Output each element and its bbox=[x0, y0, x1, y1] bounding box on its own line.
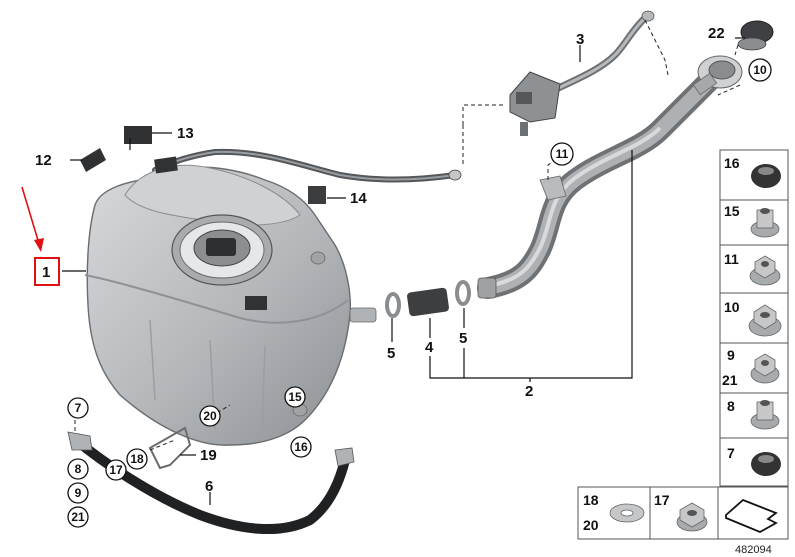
pad-13 bbox=[124, 126, 152, 144]
leader-lines bbox=[62, 19, 745, 505]
parts-panel: 16 15 11 10 9 21 8 bbox=[719, 149, 789, 487]
circled-callout-11: 11 bbox=[550, 142, 574, 166]
direction-arrow-icon bbox=[725, 498, 778, 533]
panel-label-11: 11 bbox=[724, 251, 739, 267]
panel-label-15: 15 bbox=[724, 203, 740, 219]
circled-callout-7: 7 bbox=[67, 397, 89, 419]
collar-nut-icon bbox=[750, 400, 780, 430]
svg-text:7: 7 bbox=[75, 401, 82, 415]
svg-text:17: 17 bbox=[109, 463, 123, 477]
svg-text:8: 8 bbox=[75, 462, 82, 476]
svg-text:18: 18 bbox=[130, 452, 144, 466]
highlight-marker bbox=[21, 186, 60, 286]
panel-label-8: 8 bbox=[727, 398, 735, 414]
circled-callout-9: 9 bbox=[67, 482, 89, 504]
collar-nut-icon bbox=[750, 208, 780, 238]
circled-callout-21: 21 bbox=[67, 506, 89, 528]
panel-label-9: 9 bbox=[727, 347, 735, 363]
filler-pipe bbox=[477, 55, 743, 299]
pad-14 bbox=[308, 186, 326, 204]
panel-label-18: 18 bbox=[583, 492, 599, 508]
panel-label-7: 7 bbox=[727, 445, 735, 461]
hex-nut-icon bbox=[749, 255, 781, 286]
svg-text:16: 16 bbox=[294, 440, 308, 454]
fuel-tank bbox=[84, 156, 377, 446]
svg-text:11: 11 bbox=[556, 147, 569, 161]
panel-label-16: 16 bbox=[724, 155, 740, 171]
circled-callout-10: 10 bbox=[748, 58, 772, 82]
callout-6: 6 bbox=[205, 478, 213, 495]
svg-text:21: 21 bbox=[71, 510, 85, 524]
svg-text:20: 20 bbox=[203, 409, 217, 423]
svg-text:15: 15 bbox=[288, 390, 302, 404]
pad-12 bbox=[80, 148, 106, 172]
callout-22: 22 bbox=[708, 25, 725, 42]
callout-4: 4 bbox=[425, 339, 434, 356]
circled-callout-15: 15 bbox=[284, 386, 306, 408]
flange-nut-small-icon bbox=[750, 353, 780, 384]
panel-label-20: 20 bbox=[583, 517, 599, 533]
svg-text:9: 9 bbox=[75, 486, 82, 500]
circled-callout-16: 16 bbox=[290, 436, 312, 458]
callout-5-left: 5 bbox=[387, 345, 395, 362]
washer-icon bbox=[609, 503, 645, 523]
circled-callout-18: 18 bbox=[126, 448, 148, 470]
callout-5-right: 5 bbox=[459, 330, 467, 347]
grommet-icon bbox=[751, 452, 781, 476]
panel-label-17: 17 bbox=[654, 492, 670, 508]
flange-nut-icon bbox=[748, 304, 782, 337]
vent-hose bbox=[152, 148, 462, 183]
circled-callout-20: 20 bbox=[199, 405, 221, 427]
vent-line bbox=[509, 10, 655, 136]
callout-14: 14 bbox=[350, 190, 367, 207]
bottom-panel: 18 20 17 bbox=[577, 486, 789, 540]
callout-3: 3 bbox=[576, 31, 584, 48]
callout-2: 2 bbox=[525, 383, 533, 400]
callout-19: 19 bbox=[200, 447, 217, 464]
circled-callout-8: 8 bbox=[67, 458, 89, 480]
panel-label-21: 21 bbox=[722, 372, 738, 388]
connecting-hose bbox=[385, 280, 471, 318]
circled-callout-17: 17 bbox=[105, 459, 127, 481]
grommet-icon bbox=[751, 164, 781, 188]
panel-label-10: 10 bbox=[724, 299, 740, 315]
hex-nut-icon bbox=[676, 502, 708, 532]
callout-1: 1 bbox=[42, 264, 50, 281]
callout-12: 12 bbox=[35, 152, 52, 169]
callout-13: 13 bbox=[177, 125, 194, 142]
figure-number: 482094 bbox=[735, 544, 772, 556]
svg-text:10: 10 bbox=[753, 63, 767, 77]
filler-cap bbox=[737, 20, 774, 51]
